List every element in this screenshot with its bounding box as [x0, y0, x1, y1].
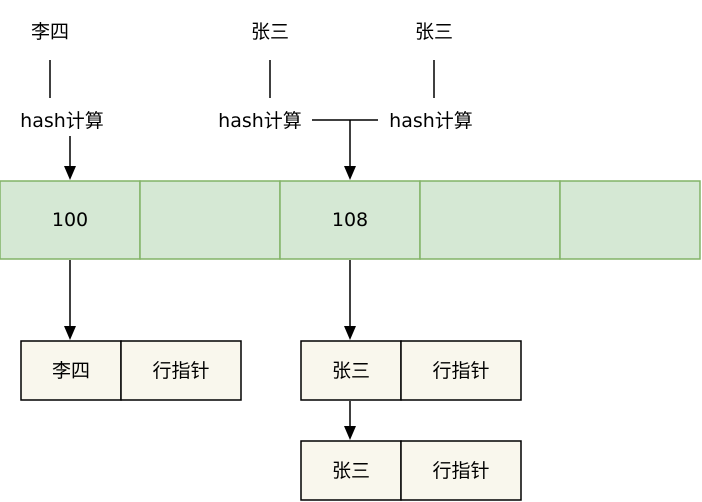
- key-label-zhangsan-1: 张三: [251, 21, 289, 43]
- entry-key-cell: [300, 340, 402, 401]
- entry-key: 张三: [332, 460, 370, 482]
- chain-arrowhead: [344, 426, 356, 440]
- entry-node-lisi: 李四 行指针: [20, 340, 242, 401]
- entry-value-cell: [400, 440, 522, 501]
- entry-key: 李四: [52, 360, 90, 382]
- bucket-0-value: 100: [52, 209, 88, 231]
- entry-value: 行指针: [432, 460, 489, 482]
- entry-key: 张三: [332, 360, 370, 382]
- bucket-4: [559, 180, 701, 260]
- hash-to-bucket-arrowhead-2: [344, 166, 356, 180]
- bucket-1: [139, 180, 281, 260]
- key-label-zhangsan-2: 张三: [415, 21, 453, 43]
- hash-label-2: hash计算: [218, 110, 302, 132]
- entry-key-cell: [300, 440, 402, 501]
- entry-value: 行指针: [152, 360, 209, 382]
- hash-label-3: hash计算: [389, 110, 473, 132]
- bucket-array: 100 108: [0, 180, 701, 260]
- bucket-to-node-arrowhead-1: [64, 326, 76, 340]
- bucket-2-value: 108: [332, 209, 368, 231]
- entry-value-cell: [400, 340, 522, 401]
- entry-node-zhangsan-1: 张三 行指针: [300, 340, 522, 401]
- entry-value: 行指针: [432, 360, 489, 382]
- bucket-0: [0, 180, 141, 260]
- entry-node-zhangsan-2: 张三 行指针: [300, 440, 522, 501]
- bucket-to-node-arrowhead-2: [344, 326, 356, 340]
- bucket-3: [419, 180, 561, 260]
- hash-label-1: hash计算: [20, 110, 104, 132]
- entry-key-cell: [20, 340, 122, 401]
- hash-to-bucket-arrowhead-1: [64, 166, 76, 180]
- entry-value-cell: [120, 340, 242, 401]
- key-label-lisi: 李四: [31, 21, 69, 43]
